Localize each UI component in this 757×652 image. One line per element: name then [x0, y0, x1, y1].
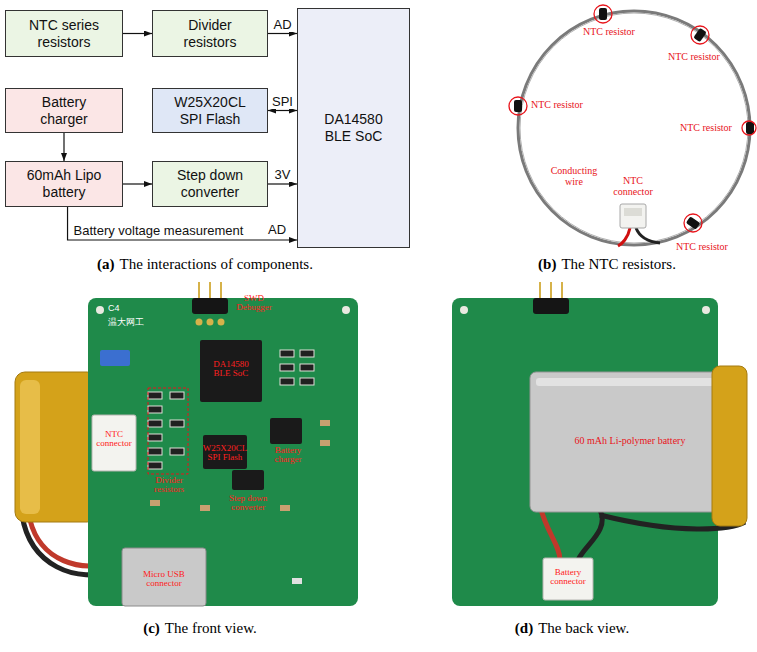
callout-label: Battery connector	[545, 568, 591, 587]
connector-arrow	[123, 33, 152, 34]
node-text: Divider resistors	[170, 17, 250, 51]
connector-arrow	[63, 133, 64, 161]
callout-label: NTC resistor	[680, 123, 732, 134]
signal-name: AD	[266, 222, 288, 237]
connector-arrow	[268, 183, 297, 184]
caption: (b) The NTC resistors.	[538, 256, 676, 273]
caption: (a) The interactions of components.	[97, 256, 313, 273]
connector-arrow	[268, 110, 297, 111]
edge-label: Battery voltage measurement	[72, 223, 246, 238]
callout-label: NTC resistor	[668, 52, 720, 63]
process-box: Step down converter	[152, 161, 268, 207]
process-box: NTC series resistors	[5, 10, 123, 57]
caption-letter: (a)	[97, 256, 115, 272]
callout-label: Divider resistors	[147, 476, 191, 495]
callout-label: NTC connector	[93, 430, 135, 449]
power-box: Battery charger	[5, 88, 123, 133]
node-text: Battery charger	[29, 94, 99, 128]
node-text: NTC series resistors	[19, 17, 109, 51]
edge-label: SPI	[270, 94, 295, 109]
ntc-connector-photo	[618, 204, 660, 246]
ntc-resistor-marks	[509, 5, 756, 232]
callout-label: NTC resistor	[531, 100, 583, 111]
callout-label: W25X20CL SPI Flash	[197, 444, 253, 463]
caption-letter: (d)	[515, 620, 533, 636]
caption-text: The interactions of components.	[120, 256, 313, 272]
callout-label: Micro USB connector	[130, 570, 198, 589]
power-box: 60mAh Lipo battery	[5, 161, 123, 207]
callout-label: SWD Debugger	[232, 294, 276, 313]
process-box: Divider resistors	[152, 10, 268, 57]
node-text: Step down converter	[170, 167, 250, 201]
memory-box: W25X20CL SPI Flash	[152, 88, 268, 133]
callout-label: 60 mAh Li-polymer battery	[560, 436, 700, 447]
callout-label: Battery charger	[266, 446, 310, 465]
callout-label: Conducting wire	[548, 166, 600, 187]
caption-text: The front view.	[165, 620, 257, 636]
callout-label: DA14580 BLE SoC	[207, 360, 255, 379]
caption-letter: (c)	[143, 620, 160, 636]
silkscreen-text: C4	[108, 304, 120, 314]
caption: (d) The back view.	[515, 620, 629, 637]
caption-letter: (b)	[538, 256, 556, 272]
edge-label: AD	[271, 17, 293, 32]
caption-text: The NTC resistors.	[561, 256, 676, 272]
callout-label: NTC resistor	[676, 242, 728, 253]
connector-arrow	[268, 33, 297, 34]
soc-box: DA14580 BLE SoC	[297, 8, 410, 248]
callout-label: NTC connector	[608, 176, 658, 197]
silkscreen-text: 温大网工	[108, 318, 144, 328]
callout-label: NTC resistor	[583, 27, 635, 38]
edge-label: 3V	[273, 167, 293, 182]
node-text: W25X20CL SPI Flash	[165, 94, 255, 128]
node-text: DA14580 BLE SoC	[319, 111, 389, 145]
conducting-wire	[518, 11, 750, 245]
connector-arrow	[68, 207, 297, 240]
callout-label: Step down converter	[220, 494, 276, 513]
connector-arrow	[123, 183, 152, 184]
caption-text: The back view.	[538, 620, 629, 636]
wire-highlight	[520, 13, 748, 243]
node-text: 60mAh Lipo battery	[22, 167, 107, 201]
caption: (c) The front view.	[143, 620, 257, 637]
